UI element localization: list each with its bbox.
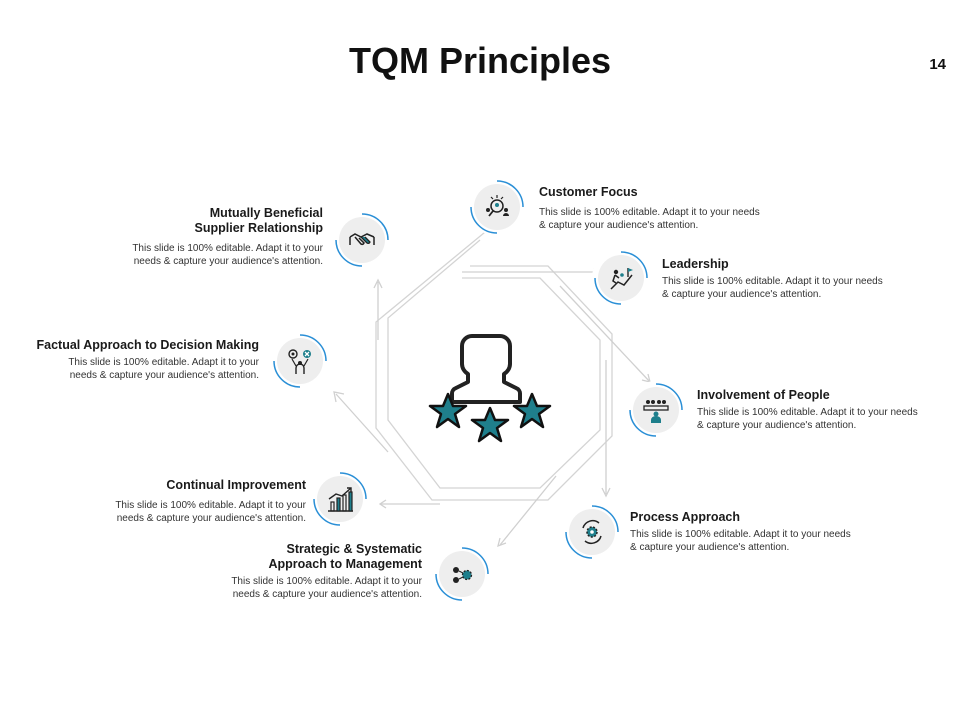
factual-approach-node xyxy=(271,332,329,390)
page-number: 14 xyxy=(929,56,946,73)
continual-improvement-node xyxy=(311,470,369,528)
customer-focus-node xyxy=(468,178,526,236)
process-gear-icon xyxy=(582,519,602,545)
handshake-icon xyxy=(349,233,375,246)
leadership-node xyxy=(592,249,650,307)
principle-title: Factual Approach to Decision Making xyxy=(36,338,260,352)
strategy-gears-icon xyxy=(453,567,473,583)
principle-title: Process Approach xyxy=(630,510,740,524)
decision-icon xyxy=(288,349,311,374)
principle-description: This slide is 100% editable. Adapt it to… xyxy=(115,500,306,524)
process-approach-node xyxy=(563,503,621,561)
customer-focus-icon xyxy=(486,195,509,217)
principle-title: Customer Focus xyxy=(539,185,638,199)
page-title: TQM Principles xyxy=(348,40,612,81)
principle-description: This slide is 100% editable. Adapt it to… xyxy=(132,243,323,267)
customer-focus-label: Customer Focus This slide is 100% editab… xyxy=(539,185,799,232)
principle-description: This slide is 100% editable. Adapt it to… xyxy=(231,576,422,600)
principle-description: This slide is 100% editable. Adapt it to… xyxy=(68,357,259,381)
principle-description: This slide is 100% editable. Adapt it to… xyxy=(539,207,760,231)
person-with-stars-icon xyxy=(428,328,552,448)
continual-improvement-label: Continual Improvement This slide is 100%… xyxy=(56,478,306,525)
principle-description: This slide is 100% editable. Adapt it to… xyxy=(630,529,851,553)
factual-approach-label: Factual Approach to Decision Making This… xyxy=(9,338,260,382)
people-meeting-icon xyxy=(643,400,669,423)
principle-title: Leadership xyxy=(662,257,729,271)
principle-title: Continual Improvement xyxy=(166,478,306,492)
supplier-relationship-node xyxy=(333,211,391,269)
process-approach-label: Process Approach This slide is 100% edit… xyxy=(630,510,890,554)
leadership-label: Leadership This slide is 100% editable. … xyxy=(662,257,922,301)
principle-description: This slide is 100% editable. Adapt it to… xyxy=(697,407,918,431)
principle-title: Involvement of People xyxy=(697,388,830,402)
involvement-of-people-label: Involvement of People This slide is 100%… xyxy=(697,388,957,432)
principle-description: This slide is 100% editable. Adapt it to… xyxy=(662,276,883,300)
growth-chart-icon xyxy=(328,487,353,512)
leadership-icon xyxy=(610,268,633,290)
strategic-approach-node xyxy=(433,545,491,603)
involvement-of-people-node xyxy=(627,381,685,439)
